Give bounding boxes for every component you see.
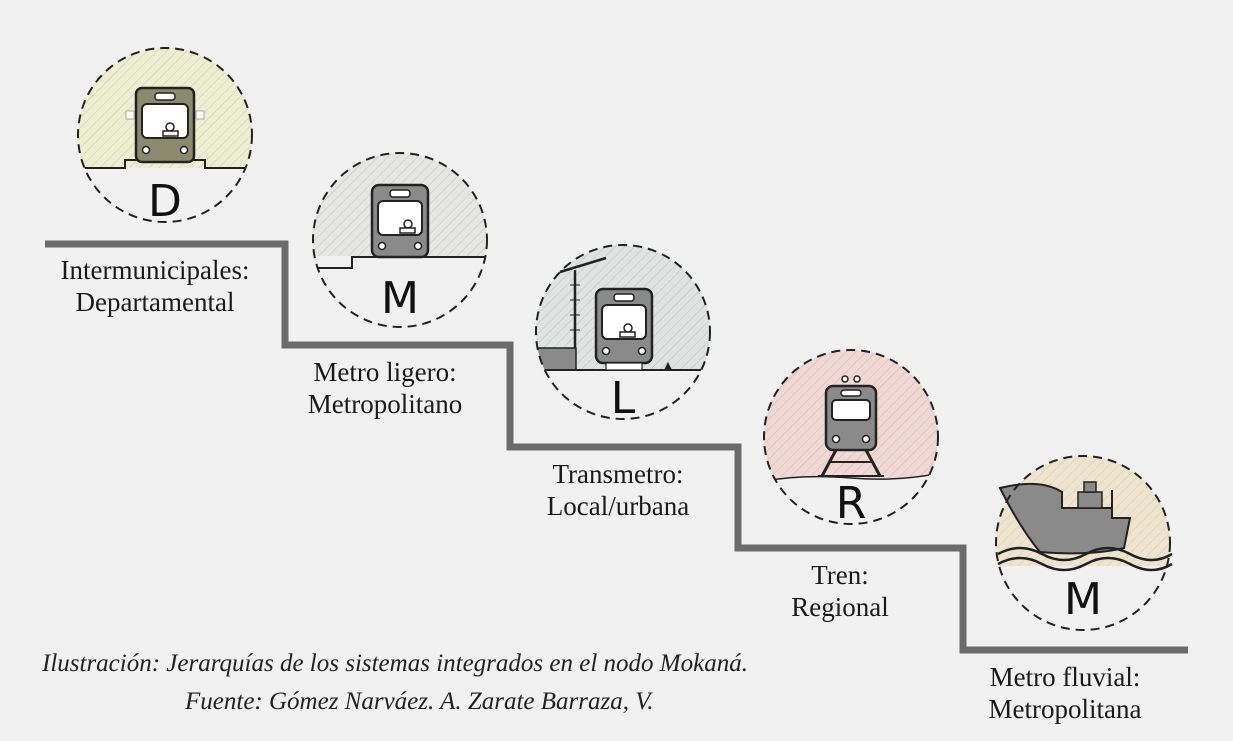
step-title: Intermunicipales: — [60, 255, 250, 285]
step-title: Transmetro: — [552, 459, 684, 489]
level-letter: R — [836, 478, 867, 529]
level-letter: M — [381, 273, 419, 324]
staircase-line — [45, 240, 1188, 654]
step-subtitle: Metropolitano — [307, 389, 463, 419]
ship-icon — [997, 481, 1173, 572]
level-letter: M — [1064, 574, 1102, 625]
level-circle-regional: R — [763, 349, 939, 529]
step-subtitle: Departamental — [75, 287, 235, 317]
shelter-icon — [559, 256, 607, 348]
step-title: Metro fluvial: — [989, 662, 1141, 692]
level-letter: D — [148, 176, 182, 227]
level-circle-metropolitano: M — [312, 152, 488, 328]
level-letter: L — [611, 373, 636, 424]
step-subtitle: Local/urbana — [546, 491, 690, 521]
level-circle-metropolitana: M — [995, 455, 1173, 631]
step-label-metropolitano: Metro ligero: Metropolitano — [275, 356, 495, 420]
level-circle-local: L — [535, 244, 711, 424]
step-label-metropolitana: Metro fluvial: Metropolitana — [950, 661, 1180, 725]
step-title: Tren: — [811, 560, 869, 590]
train-icon — [818, 375, 884, 477]
caption-line-1: Ilustración: Jerarquías de los sistemas … — [42, 650, 748, 677]
step-subtitle: Regional — [791, 592, 889, 622]
bus-icon — [125, 86, 205, 164]
caption-line-2: Fuente: Gómez Narváez. A. Zarate Barraza… — [185, 688, 654, 715]
level-circle-departamental: D — [77, 47, 253, 227]
step-subtitle: Metropolitana — [988, 694, 1142, 724]
step-title: Metro ligero: — [313, 357, 457, 387]
brt-bus-icon — [594, 287, 672, 371]
step-label-regional: Tren: Regional — [740, 559, 940, 623]
step-label-departamental: Intermunicipales: Departamental — [30, 254, 280, 318]
light-rail-icon — [370, 183, 430, 259]
step-label-local: Transmetro: Local/urbana — [508, 458, 728, 522]
